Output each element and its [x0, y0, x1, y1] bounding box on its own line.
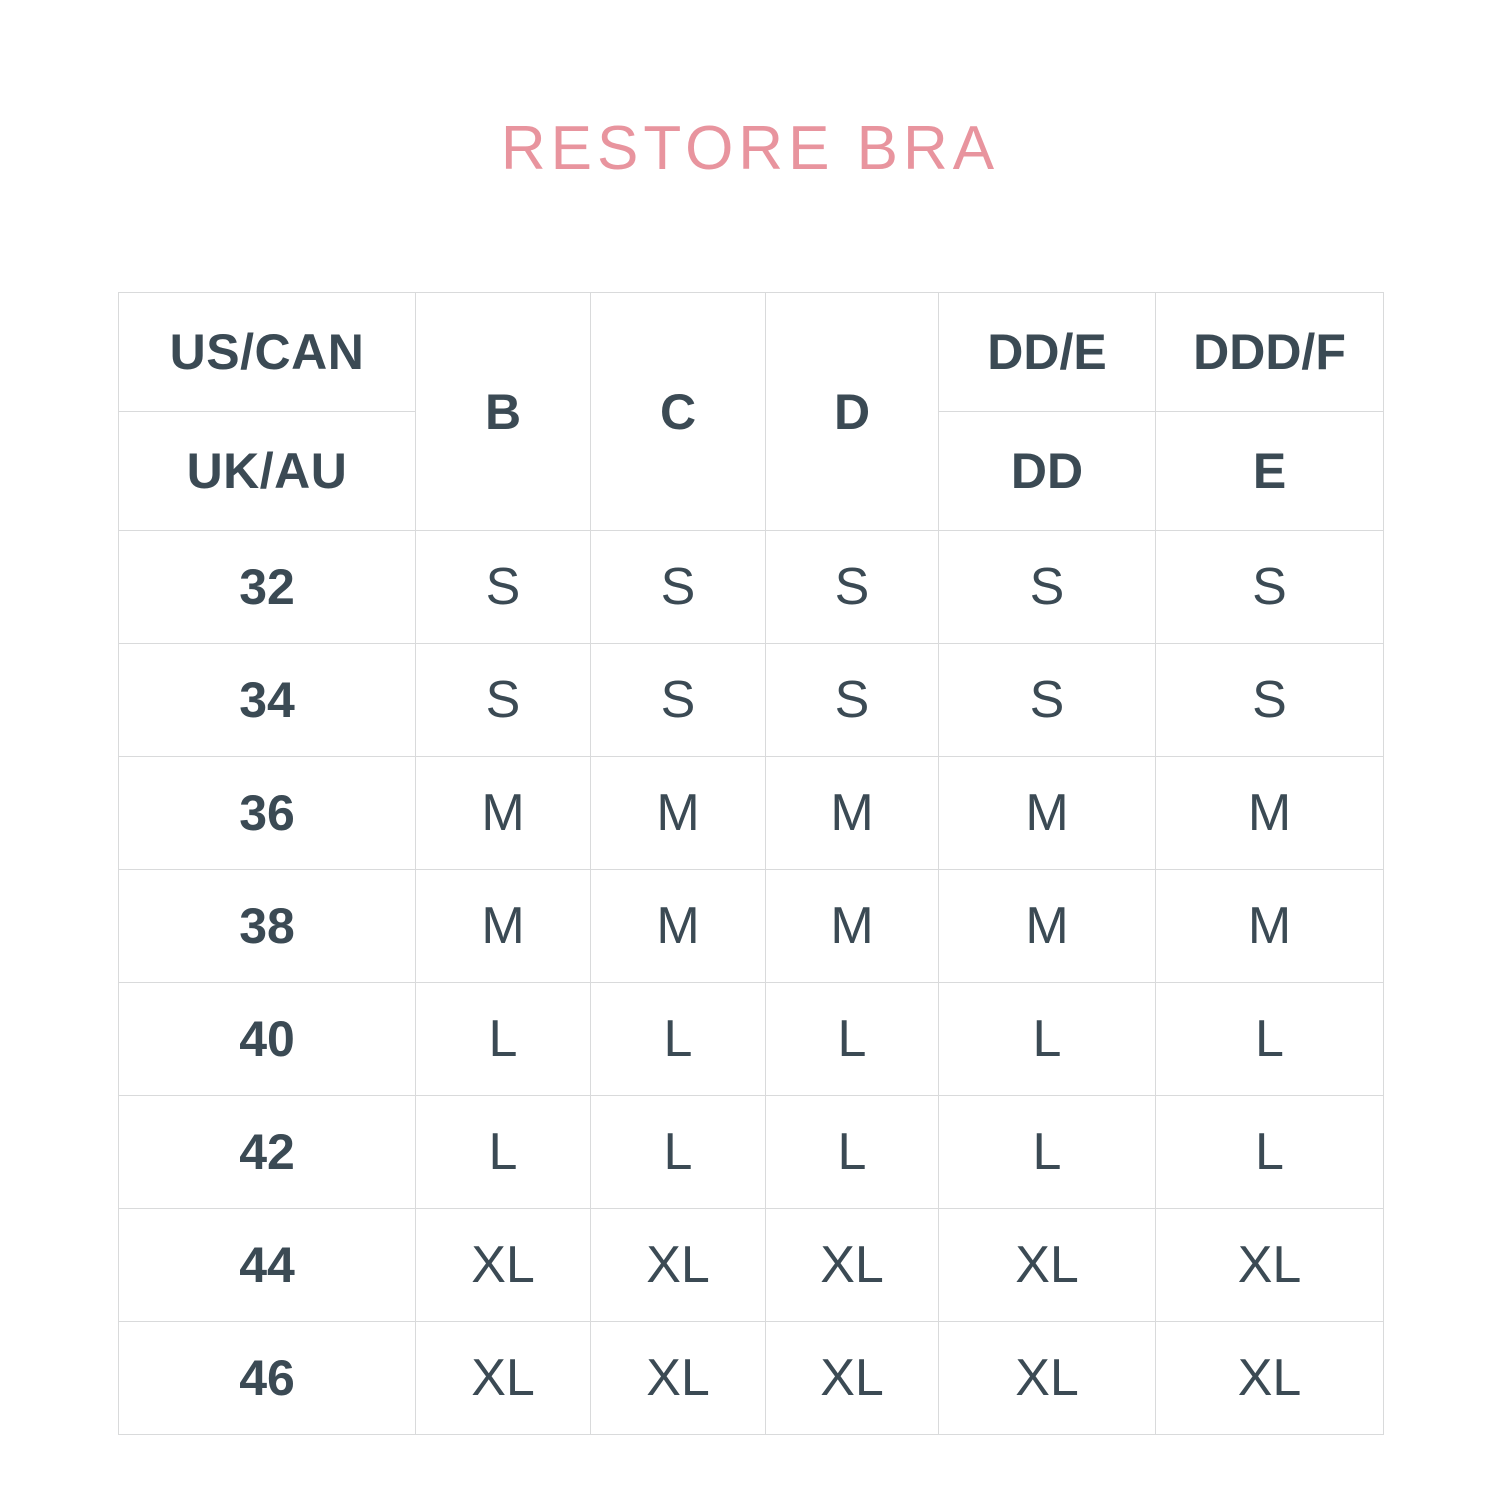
size-cell: L	[590, 982, 766, 1096]
header-cup-e: E	[1155, 411, 1384, 531]
size-cell: L	[1155, 982, 1384, 1096]
band-size: 44	[118, 1208, 416, 1322]
band-size: 32	[118, 530, 416, 644]
size-cell: XL	[415, 1208, 591, 1322]
size-cell: M	[415, 756, 591, 870]
size-cell: XL	[765, 1321, 939, 1435]
table-row: 38 M M M M M	[118, 869, 1384, 983]
size-cell: S	[765, 643, 939, 757]
size-cell: S	[1155, 643, 1384, 757]
size-cell: M	[765, 869, 939, 983]
size-cell: S	[765, 530, 939, 644]
band-size: 40	[118, 982, 416, 1096]
size-cell: L	[415, 982, 591, 1096]
size-cell: L	[590, 1095, 766, 1209]
header-row-uk-au: UK/AU DD E	[118, 411, 1384, 531]
size-cell: L	[938, 982, 1156, 1096]
header-cup-b: B	[415, 292, 591, 531]
size-cell: S	[590, 643, 766, 757]
size-cell: M	[590, 869, 766, 983]
table-row: 40 L L L L L	[118, 982, 1384, 1096]
band-size: 46	[118, 1321, 416, 1435]
size-cell: XL	[415, 1321, 591, 1435]
band-size: 36	[118, 756, 416, 870]
size-cell: L	[765, 1095, 939, 1209]
header-label-uk-au: UK/AU	[118, 411, 416, 531]
header-label-us-can: US/CAN	[118, 292, 416, 412]
size-cell: L	[415, 1095, 591, 1209]
size-cell: XL	[1155, 1321, 1384, 1435]
size-cell: M	[938, 756, 1156, 870]
table-row: 34 S S S S S	[118, 643, 1384, 757]
table-row: 42 L L L L L	[118, 1095, 1384, 1209]
band-size: 38	[118, 869, 416, 983]
band-size: 42	[118, 1095, 416, 1209]
size-cell: S	[938, 643, 1156, 757]
table-header: US/CAN B C D DD/E DDD/F UK/AU DD E	[118, 292, 1384, 531]
header-cup-dd: DD	[938, 411, 1156, 531]
size-cell: L	[938, 1095, 1156, 1209]
size-cell: S	[1155, 530, 1384, 644]
size-cell: L	[765, 982, 939, 1096]
header-row-us-can: US/CAN B C D DD/E DDD/F	[118, 292, 1384, 531]
size-cell: M	[938, 869, 1156, 983]
table-row: 44 XL XL XL XL XL	[118, 1208, 1384, 1322]
table-body: 32 S S S S S 34 S S S S S 36 M M M M	[118, 530, 1384, 1435]
size-cell: M	[415, 869, 591, 983]
bra-size-chart-table: US/CAN B C D DD/E DDD/F UK/AU DD E 32 S …	[118, 292, 1384, 1435]
header-cup-ddd-f: DDD/F	[1155, 292, 1384, 412]
size-cell: L	[1155, 1095, 1384, 1209]
size-cell: S	[938, 530, 1156, 644]
size-cell: XL	[590, 1208, 766, 1322]
size-cell: XL	[590, 1321, 766, 1435]
size-cell: XL	[765, 1208, 939, 1322]
page-title: RESTORE BRA	[500, 114, 1000, 183]
header-cup-d: D	[765, 292, 939, 531]
header-cup-c: C	[590, 292, 766, 531]
size-cell: M	[1155, 756, 1384, 870]
size-cell: S	[415, 643, 591, 757]
header-cup-dd-e: DD/E	[938, 292, 1156, 412]
band-size: 34	[118, 643, 416, 757]
size-cell: XL	[1155, 1208, 1384, 1322]
size-cell: XL	[938, 1208, 1156, 1322]
size-cell: M	[765, 756, 939, 870]
table-row: 36 M M M M M	[118, 756, 1384, 870]
table-row: 32 S S S S S	[118, 530, 1384, 644]
size-cell: XL	[938, 1321, 1156, 1435]
table-row: 46 XL XL XL XL XL	[118, 1321, 1384, 1435]
size-cell: M	[1155, 869, 1384, 983]
size-cell: M	[590, 756, 766, 870]
size-cell: S	[415, 530, 591, 644]
size-cell: S	[590, 530, 766, 644]
